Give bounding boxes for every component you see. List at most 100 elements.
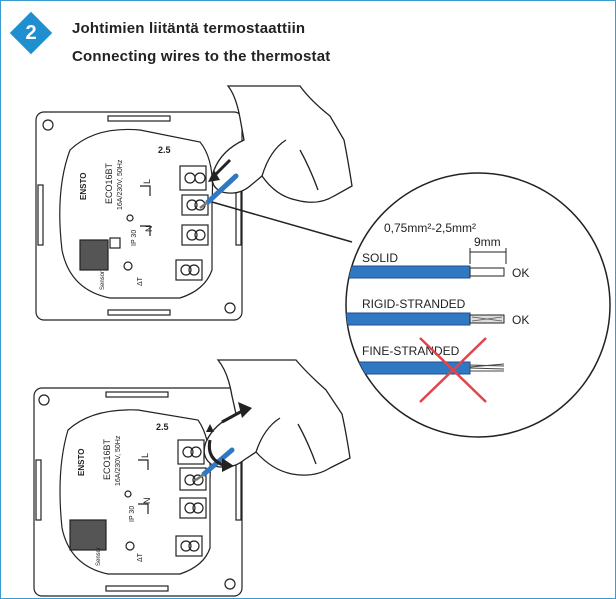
finger-line	[299, 149, 319, 191]
indicator-dot	[124, 490, 132, 498]
terminal-screw	[188, 264, 200, 276]
terminal-screw	[182, 446, 194, 458]
thermostat-top-body	[59, 128, 214, 299]
mount-slot	[107, 309, 171, 316]
wire-type-fine: FINE-STRANDED	[362, 344, 460, 358]
device-ip-bottom: IP 30	[129, 506, 136, 522]
wire-rigid-strands	[471, 316, 503, 322]
step-number: 2	[25, 22, 37, 44]
wire-rigid-insulation	[346, 312, 471, 326]
indicator-dot	[123, 261, 133, 271]
mount-slot	[105, 391, 169, 398]
strip-length-label: 9mm	[474, 235, 501, 249]
device-model-bottom: ECO16BT	[102, 438, 112, 480]
device-ip: IP 30	[131, 230, 138, 246]
hand-top	[211, 85, 353, 203]
mount-slot	[235, 459, 242, 521]
sensor-label: Sensor	[100, 271, 106, 290]
jumper-label: 2.5	[158, 145, 171, 155]
terminal-screw	[180, 540, 192, 552]
pull-arrow-head	[238, 402, 252, 418]
wire-bottom	[195, 402, 252, 481]
terminal-screw	[192, 502, 204, 514]
title-finnish: Johtimien liitäntä termostaattiin	[72, 20, 306, 37]
leader-line	[211, 201, 353, 243]
terminal-screw	[180, 264, 192, 276]
device-rating: 16A/230V, 50Hz	[117, 159, 124, 210]
indicator-dot	[125, 541, 135, 551]
hand-bottom	[203, 359, 351, 476]
finger-line	[261, 139, 287, 177]
line-symbol	[138, 503, 149, 514]
push-arrow-head	[208, 170, 220, 182]
wire-type-solid: SOLID	[362, 251, 398, 265]
mount-slot	[107, 115, 171, 122]
twist-arrow-head	[222, 458, 234, 472]
device-brand-bottom: ENSTO	[77, 449, 86, 476]
line-symbol	[140, 185, 151, 196]
terminal-screw	[190, 446, 202, 458]
small-box	[109, 237, 121, 249]
screw-hole	[42, 119, 54, 131]
line-symbol	[138, 459, 149, 470]
step-badge: 2	[9, 11, 53, 55]
thermostat-bottom	[33, 387, 243, 597]
terminal-screw	[184, 172, 196, 184]
fine-stranded-cross	[419, 337, 487, 403]
wire-core	[195, 473, 205, 481]
wire-core	[199, 201, 209, 209]
terminal-l-label-bottom: L	[140, 453, 150, 458]
terminal-n-label: N	[144, 226, 154, 233]
terminal-block	[179, 467, 207, 491]
wire-solid-result: OK	[512, 266, 529, 280]
terminal-block	[181, 224, 209, 246]
thermostat-bottom-body	[59, 409, 211, 575]
delta-t-label: ΔT	[137, 276, 144, 286]
screw-hole	[38, 394, 50, 406]
terminal-screw	[184, 474, 196, 486]
device-brand: ENSTO	[79, 173, 88, 200]
mount-slot	[37, 184, 44, 246]
terminal-block	[175, 259, 203, 281]
terminal-screw	[184, 502, 196, 514]
cross-section-label: 0,75mm²-2,5mm²	[384, 221, 476, 235]
hand-top-shape	[211, 85, 353, 203]
twist-arrow-tail	[206, 424, 214, 432]
screw-hole	[224, 302, 236, 314]
wire-solid-core	[469, 267, 505, 277]
mount-slot	[35, 459, 42, 521]
jumper-label-bottom: 2.5	[156, 422, 169, 432]
sensor-label-bottom: Sensor	[96, 547, 102, 566]
terminal-block	[179, 497, 207, 519]
terminal-screw	[194, 172, 206, 184]
pull-arrow-shaft	[221, 408, 245, 424]
sensor-connector	[79, 239, 109, 271]
device-model: ECO16BT	[104, 162, 114, 204]
finger-line	[255, 417, 281, 453]
terminal-screw	[186, 199, 198, 211]
sensor-connector	[69, 519, 107, 551]
magnifier-detail: 0,75mm²-2,5mm² 9mm SOLID OK RIGID-STRAND…	[345, 172, 611, 438]
terminal-block	[179, 165, 207, 191]
indicator-dot	[126, 214, 134, 222]
terminal-n-label-bottom: N	[142, 498, 152, 505]
terminal-screw	[194, 229, 206, 241]
finger-line	[297, 423, 317, 465]
screw-hole	[224, 578, 236, 590]
terminal-block	[175, 535, 203, 557]
wire-insulation	[205, 173, 239, 205]
thermostat-top	[35, 111, 243, 321]
terminal-screw	[186, 229, 198, 241]
wire-fine-strands	[469, 363, 505, 372]
mount-slot	[235, 184, 242, 246]
delta-t-label-bottom: ΔT	[137, 552, 144, 562]
thermostat-bottom-frame	[33, 387, 243, 597]
wire-rigid-result: OK	[512, 313, 529, 327]
thermostat-top-frame	[35, 111, 243, 321]
line-symbol	[140, 225, 151, 236]
wire-type-rigid: RIGID-STRANDED	[362, 297, 466, 311]
title-english: Connecting wires to the thermostat	[72, 48, 331, 65]
terminal-block	[181, 194, 209, 216]
device-rating-bottom: 16A/230V, 50Hz	[115, 435, 122, 486]
